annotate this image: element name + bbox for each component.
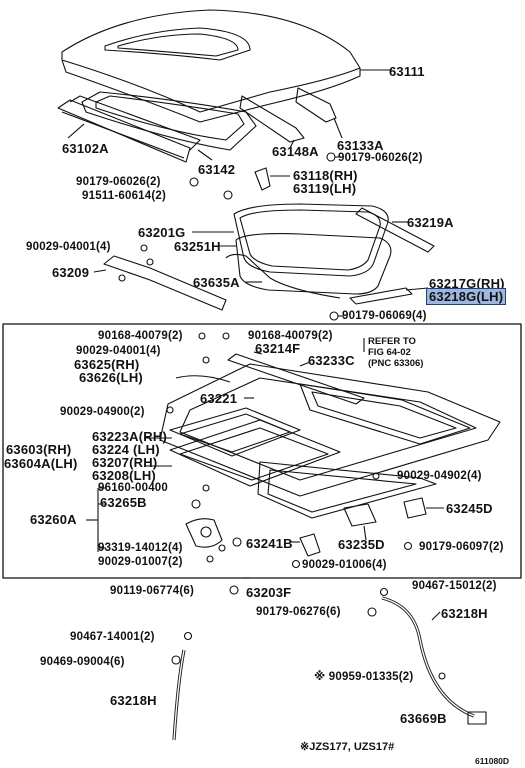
label-63241b: 63241B bbox=[246, 536, 293, 551]
label-90179-06026-left: 90179-06026(2) bbox=[76, 176, 161, 188]
cover-shape bbox=[299, 533, 321, 557]
label-90029-01007: 90029-01007(2) bbox=[98, 556, 183, 568]
label-63208: 63208(LH) bbox=[92, 468, 156, 483]
label-63626: 63626(LH) bbox=[79, 370, 143, 385]
label-90029-04902: 90029-04902(4) bbox=[397, 470, 482, 482]
rear-rail-shape bbox=[295, 87, 337, 123]
label-90029-04900: 90029-04900(2) bbox=[60, 406, 145, 418]
label-63604a: 63604A(LH) bbox=[4, 456, 78, 471]
label-96160-00400: 96160-00400 bbox=[98, 482, 168, 494]
label-63669b: 63669B bbox=[400, 711, 447, 726]
bracket-rear-shape bbox=[343, 503, 377, 527]
label-63118: 63118(RH) bbox=[293, 168, 358, 183]
label-63201g: 63201G bbox=[138, 225, 186, 240]
front-bar-shape bbox=[103, 255, 227, 311]
label-63148a: 63148A bbox=[272, 144, 319, 159]
weatherstrip-shape bbox=[235, 233, 392, 295]
label-90168-40079-left: 90168-40079(2) bbox=[98, 330, 183, 342]
label-63111: 63111 bbox=[389, 64, 425, 79]
label-63102a: 63102A bbox=[62, 141, 109, 156]
side-guide-shape bbox=[257, 461, 437, 519]
label-90168-40079-right: 90168-40079(2) bbox=[248, 330, 333, 342]
label-63119: 63119(LH) bbox=[293, 181, 357, 196]
figure-code: 611080D bbox=[475, 756, 510, 766]
label-63218h-left: 63218H bbox=[110, 693, 157, 708]
seal-shape bbox=[225, 253, 341, 299]
label-63233c: 63233C bbox=[308, 353, 355, 368]
label-63260a: 63260A bbox=[30, 512, 77, 527]
label-63221: 63221 bbox=[200, 391, 238, 406]
label-63218g-highlighted[interactable]: 63218G(LH) bbox=[425, 288, 507, 305]
label-63203f: 63203F bbox=[246, 585, 292, 600]
model-footnote: ※JZS177, UZS17# bbox=[300, 741, 395, 753]
label-90029-01006: 90029-01006(4) bbox=[302, 559, 387, 571]
label-90029-04001-lower: 90029-04001(4) bbox=[76, 345, 161, 357]
cable-shape bbox=[175, 375, 231, 383]
label-90467-14001: 90467-14001(2) bbox=[70, 631, 155, 643]
label-63625: 63625(RH) bbox=[74, 357, 140, 372]
refer-note: REFER TO FIG 64-02 (PNC 63306) bbox=[368, 336, 424, 369]
label-90119-06774: 90119-06774(6) bbox=[110, 585, 195, 597]
label-63251h: 63251H bbox=[174, 239, 221, 254]
label-63603: 63603(RH) bbox=[6, 442, 72, 457]
rail-assembly-shape bbox=[169, 407, 301, 457]
label-63142: 63142 bbox=[198, 162, 236, 177]
label-63133a: 63133A bbox=[337, 138, 384, 153]
label-63209: 63209 bbox=[52, 265, 90, 280]
drain-rail-shape bbox=[227, 353, 365, 405]
label-63265b: 63265B bbox=[100, 495, 147, 510]
roof-frame-shape bbox=[81, 91, 257, 151]
label-90959-01335: ※ 90959-01335(2) bbox=[314, 671, 414, 683]
label-63224: 63224 (LH) bbox=[92, 442, 160, 457]
deflector-shape bbox=[355, 207, 435, 253]
label-90179-06026-right: 90179-06026(2) bbox=[338, 152, 423, 164]
label-90179-06097: 90179-06097(2) bbox=[419, 541, 504, 553]
highlight-63218g: 63218G(LH) bbox=[425, 288, 507, 305]
label-93319-14012: 93319-14012(4) bbox=[98, 542, 183, 554]
label-63219a: 63219A bbox=[407, 215, 454, 230]
glass-panel-shape bbox=[233, 203, 389, 277]
label-63635a: 63635A bbox=[193, 275, 240, 290]
label-63218h-right: 63218H bbox=[441, 606, 488, 621]
label-91511-60614: 91511-60614(2) bbox=[82, 190, 167, 202]
label-90179-06069: 90179-06069(4) bbox=[342, 310, 427, 322]
label-63207: 63207(RH) bbox=[92, 455, 158, 470]
motor-shape bbox=[185, 518, 223, 548]
label-90467-15012: 90467-15012(2) bbox=[412, 580, 497, 592]
guide-shape bbox=[349, 287, 413, 305]
bracket-right-shape bbox=[403, 497, 427, 519]
label-90179-06276: 90179-06276(6) bbox=[256, 606, 341, 618]
label-63223a: 63223A(RH) bbox=[92, 429, 167, 444]
label-90469-09004: 90469-09004(6) bbox=[40, 656, 125, 668]
label-63245d: 63245D bbox=[446, 501, 493, 516]
bracket-shape bbox=[254, 167, 271, 191]
front-header-shape bbox=[57, 95, 201, 163]
label-63235d: 63235D bbox=[338, 537, 385, 552]
roof-panel-shape bbox=[61, 9, 361, 123]
side-rail-shape bbox=[239, 95, 305, 143]
label-63214f: 63214F bbox=[255, 341, 301, 356]
label-63217g: 63217G(RH) bbox=[429, 276, 505, 291]
housing-box bbox=[2, 323, 522, 579]
label-90029-04001-top: 90029-04001(4) bbox=[26, 241, 111, 253]
